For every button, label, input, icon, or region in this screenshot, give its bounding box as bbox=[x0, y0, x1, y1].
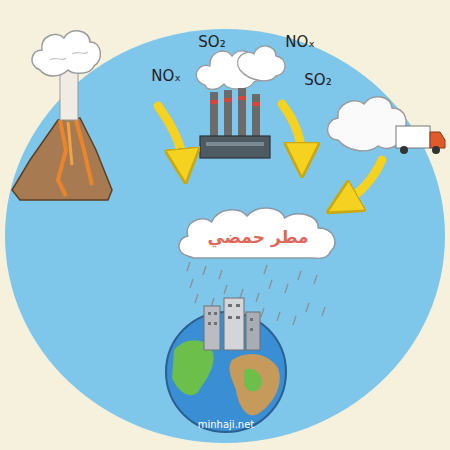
cloud-label: مطر حمضي bbox=[174, 227, 342, 247]
earth bbox=[166, 298, 286, 432]
acid-rain-cloud: مطر حمضي bbox=[174, 204, 342, 260]
pollutant-label: SO₂ bbox=[198, 33, 225, 51]
volcano bbox=[12, 31, 112, 200]
factory bbox=[196, 46, 285, 158]
truck bbox=[328, 97, 446, 154]
yellow-arrows bbox=[158, 104, 382, 204]
pollutant-label: SO₂ bbox=[304, 71, 331, 89]
watermark: minhaji.net bbox=[198, 419, 254, 430]
pollutant-label: NOₓ bbox=[285, 33, 315, 51]
sky-ellipse bbox=[5, 29, 445, 443]
pollutant-label: NOₓ bbox=[151, 67, 181, 85]
